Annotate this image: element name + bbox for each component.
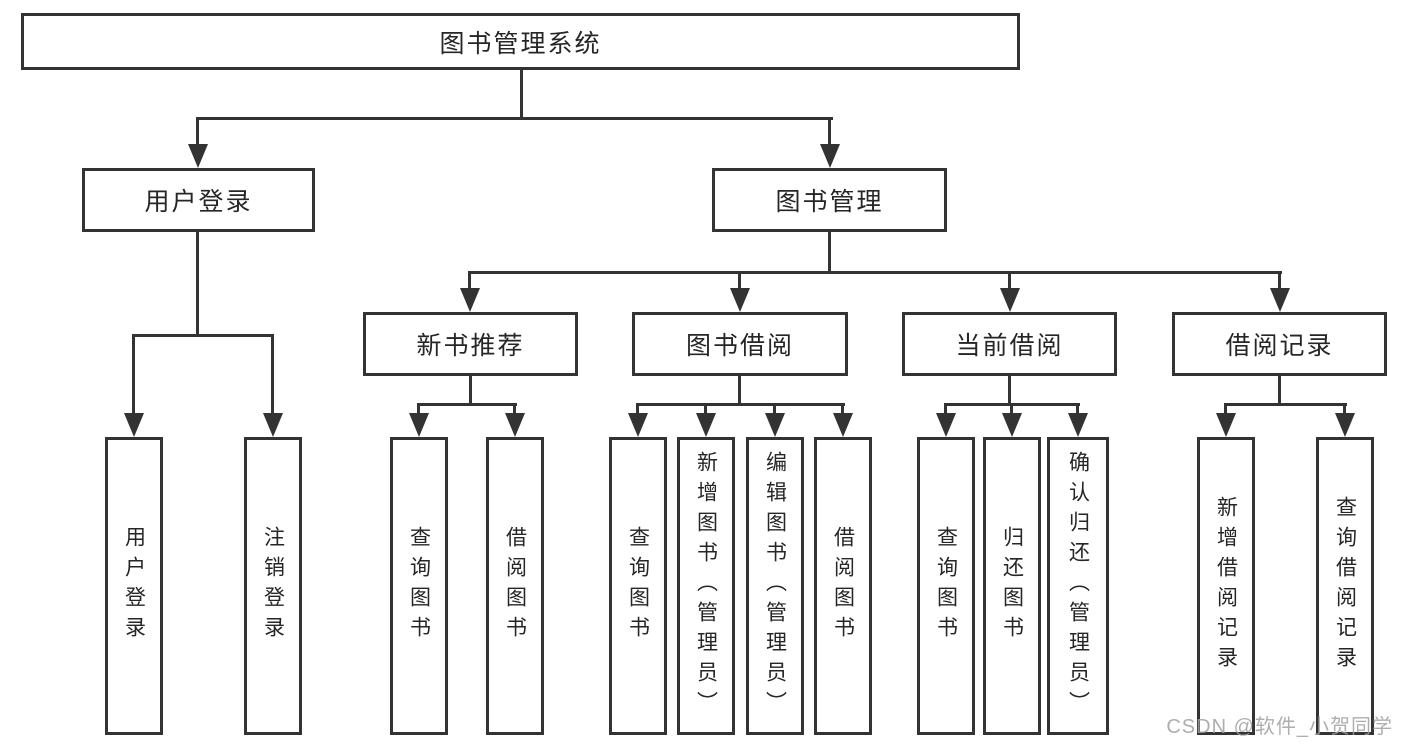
edge-vertical-line [1076, 403, 1079, 419]
node-new-book-recommend-label: 新书推荐 [416, 332, 525, 360]
edge-vertical-line [1224, 403, 1227, 419]
edge-vertical-line [196, 232, 199, 336]
leaf-add-books-admin-label: 新增图书（管理员） [694, 451, 718, 721]
arrow-down-icon [1216, 413, 1236, 437]
leaf-query-borrow-record: 查询借阅记录 [1316, 437, 1374, 735]
node-borrow-records: 借阅记录 [1172, 312, 1387, 376]
edge-horizontal-line [1224, 403, 1347, 406]
edge-horizontal-line [196, 117, 833, 120]
arrow-down-icon [820, 144, 840, 168]
leaf-user-login: 用户登录 [105, 437, 163, 735]
node-borrow-records-label: 借阅记录 [1225, 332, 1334, 360]
edge-vertical-line [1278, 376, 1281, 406]
edge-horizontal-line [417, 403, 517, 406]
edge-vertical-line [828, 232, 831, 274]
edge-vertical-line [841, 403, 844, 419]
arrow-down-icon [188, 144, 208, 168]
edge-vertical-line [271, 334, 274, 418]
edge-vertical-line [1343, 403, 1346, 419]
edge-vertical-line [738, 376, 741, 406]
leaf-query-books-1: 查询图书 [390, 437, 448, 735]
edge-vertical-line [196, 117, 199, 149]
arrow-down-icon [696, 413, 716, 437]
arrow-down-icon [1270, 288, 1290, 312]
leaf-query-borrow-record-label: 查询借阅记录 [1333, 496, 1357, 676]
edge-vertical-line [828, 117, 831, 149]
node-book-management-label: 图书管理 [775, 188, 884, 216]
arrow-down-icon [409, 413, 429, 437]
arrow-down-icon [936, 413, 956, 437]
arrow-down-icon [765, 413, 785, 437]
leaf-return-books-label: 归还图书 [1000, 526, 1024, 646]
leaf-query-books-2-label: 查询图书 [626, 526, 650, 646]
watermark: CSDN @软件_小贺同学 [1166, 716, 1393, 738]
leaf-logout-label: 注销登录 [261, 526, 285, 646]
arrow-down-icon [1068, 413, 1088, 437]
arrow-down-icon [833, 413, 853, 437]
leaf-add-borrow-record-label: 新增借阅记录 [1214, 496, 1238, 676]
edge-vertical-line [520, 70, 523, 118]
leaf-user-login-label: 用户登录 [122, 526, 146, 646]
edge-horizontal-line [468, 271, 1282, 274]
arrow-down-icon [460, 288, 480, 312]
node-current-borrow-label: 当前借阅 [955, 332, 1064, 360]
edge-vertical-line [1008, 271, 1011, 293]
edge-vertical-line [1278, 271, 1281, 293]
leaf-return-books: 归还图书 [983, 437, 1041, 735]
edge-vertical-line [738, 271, 741, 293]
leaf-query-books-3: 查询图书 [917, 437, 975, 735]
leaf-add-books-admin: 新增图书（管理员） [677, 437, 735, 735]
edge-vertical-line [417, 403, 420, 419]
edge-vertical-line [636, 403, 639, 419]
leaf-confirm-return-admin: 确认归还（管理员） [1047, 437, 1109, 735]
node-new-book-recommend: 新书推荐 [363, 312, 578, 376]
edge-vertical-line [1010, 403, 1013, 419]
edge-vertical-line [132, 334, 135, 418]
edge-vertical-line [773, 403, 776, 419]
arrow-down-icon [263, 413, 283, 437]
edge-vertical-line [944, 403, 947, 419]
edge-vertical-line [704, 403, 707, 419]
leaf-add-borrow-record: 新增借阅记录 [1197, 437, 1255, 735]
node-book-management: 图书管理 [712, 168, 947, 232]
node-user-login-label: 用户登录 [144, 188, 253, 216]
node-current-borrow: 当前借阅 [902, 312, 1117, 376]
edge-horizontal-line [636, 403, 845, 406]
leaf-borrow-books-2: 借阅图书 [814, 437, 872, 735]
leaf-query-books-2: 查询图书 [609, 437, 667, 735]
arrow-down-icon [730, 288, 750, 312]
leaf-query-books-3-label: 查询图书 [934, 526, 958, 646]
leaf-borrow-books-1-label: 借阅图书 [503, 526, 527, 646]
leaf-borrow-books-2-label: 借阅图书 [831, 526, 855, 646]
arrow-down-icon [505, 413, 525, 437]
leaf-query-books-1-label: 查询图书 [407, 526, 431, 646]
arrow-down-icon [628, 413, 648, 437]
leaf-edit-books-admin: 编辑图书（管理员） [746, 437, 804, 735]
node-root: 图书管理系统 [21, 13, 1020, 70]
edge-vertical-line [469, 376, 472, 406]
node-root-label: 图书管理系统 [439, 29, 602, 58]
leaf-edit-books-admin-label: 编辑图书（管理员） [763, 451, 787, 721]
leaf-confirm-return-admin-label: 确认归还（管理员） [1066, 451, 1090, 721]
edge-vertical-line [468, 271, 471, 293]
edge-vertical-line [513, 403, 516, 419]
node-book-borrow: 图书借阅 [632, 312, 848, 376]
arrow-down-icon [1000, 288, 1020, 312]
arrow-down-icon [1002, 413, 1022, 437]
node-user-login: 用户登录 [82, 168, 315, 232]
node-book-borrow-label: 图书借阅 [685, 332, 794, 360]
leaf-borrow-books-1: 借阅图书 [486, 437, 544, 735]
arrow-down-icon [124, 413, 144, 437]
arrow-down-icon [1335, 413, 1355, 437]
edge-vertical-line [1008, 376, 1011, 406]
edge-horizontal-line [132, 334, 274, 337]
leaf-logout: 注销登录 [244, 437, 302, 735]
